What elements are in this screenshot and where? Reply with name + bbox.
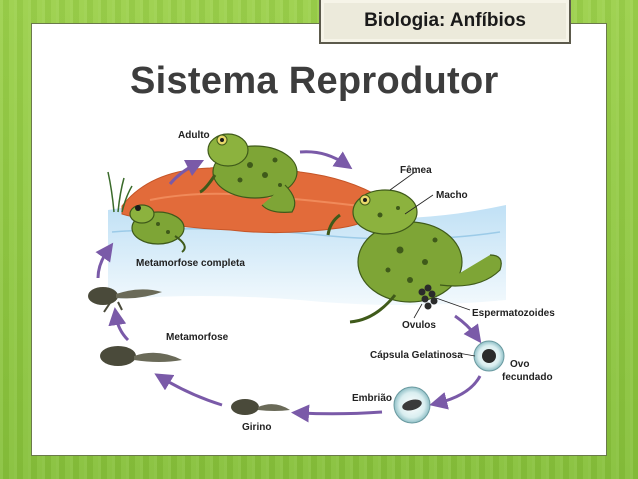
arrow-juvenile-to-adult bbox=[168, 159, 205, 185]
mating-frogs bbox=[326, 189, 502, 324]
egg-cluster bbox=[418, 284, 438, 310]
label-femea: Fêmea bbox=[400, 165, 432, 176]
label-embriao: Embrião bbox=[352, 393, 392, 404]
cycle-arrows bbox=[95, 150, 482, 423]
embryo bbox=[393, 386, 431, 424]
arrow-mating-to-egg bbox=[454, 314, 482, 344]
tadpole bbox=[231, 399, 290, 415]
label-ovulos: Ovulos bbox=[402, 320, 436, 331]
arrow-metamorphosis-to-legs bbox=[108, 307, 130, 342]
label-macho: Macho bbox=[436, 190, 468, 201]
arrow-legs-to-juvenile bbox=[95, 242, 114, 279]
label-girino: Girino bbox=[242, 422, 271, 433]
metamorphosis-tadpole bbox=[100, 346, 182, 366]
arrow-embryo-to-tadpole bbox=[291, 404, 383, 423]
label-ovo: Ovo bbox=[510, 359, 529, 370]
topic-tag-label: Biologia: Anfíbios bbox=[364, 10, 526, 31]
fertilized-egg bbox=[473, 340, 505, 372]
label-metamorfose-completa: Metamorfose completa bbox=[136, 258, 245, 269]
label-espermatozoides: Espermatozoides bbox=[472, 308, 555, 319]
adult-frog bbox=[199, 133, 298, 213]
topic-tag: Biologia: Anfíbios bbox=[319, 0, 571, 44]
label-adulto: Adulto bbox=[178, 130, 210, 141]
slide-title: Sistema Reprodutor bbox=[130, 60, 499, 102]
leader-lines bbox=[389, 171, 476, 357]
label-metamorfose: Metamorfose bbox=[166, 332, 229, 343]
label-fecundado: fecundado bbox=[502, 372, 553, 383]
arrow-egg-to-embryo bbox=[429, 375, 482, 410]
arrow-adult-to-mating bbox=[299, 150, 353, 170]
juvenile-frog bbox=[129, 204, 186, 253]
tadpole-with-legs bbox=[88, 287, 162, 313]
label-capsula-gelatinosa: Cápsula Gelatinosa bbox=[370, 350, 463, 361]
arrow-tadpole-to-metamorphosis bbox=[154, 373, 223, 407]
reeds bbox=[107, 171, 133, 213]
